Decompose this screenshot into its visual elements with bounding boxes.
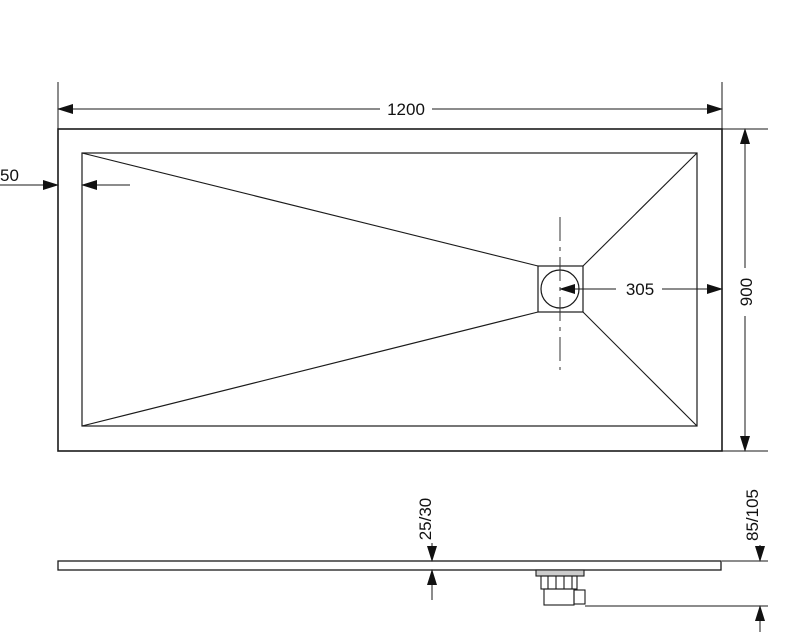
width-label: 1200: [387, 100, 425, 119]
width-dimension: 1200: [57, 82, 723, 129]
top-view: 1200 900 50 305: [0, 82, 768, 452]
drain-offset-dimension: 305: [559, 280, 723, 299]
drain-height-label: 85/105: [743, 489, 762, 541]
tray-profile: [57, 560, 722, 571]
tray-outline: [57, 128, 723, 452]
rim-dimension: 50: [0, 166, 130, 190]
drain-offset-label: 305: [626, 280, 654, 299]
drain: [537, 217, 584, 370]
thickness-dimension: 25/30: [416, 498, 437, 600]
drain-height-dimension: 85/105: [585, 489, 768, 632]
side-view: 25/30 85/105: [57, 489, 768, 632]
slope-lines: [81, 152, 698, 427]
thickness-label: 25/30: [416, 498, 435, 541]
rim-label: 50: [0, 166, 19, 185]
drain-trap: [535, 569, 586, 606]
depth-label: 900: [737, 278, 756, 306]
depth-dimension: 900: [722, 128, 768, 452]
